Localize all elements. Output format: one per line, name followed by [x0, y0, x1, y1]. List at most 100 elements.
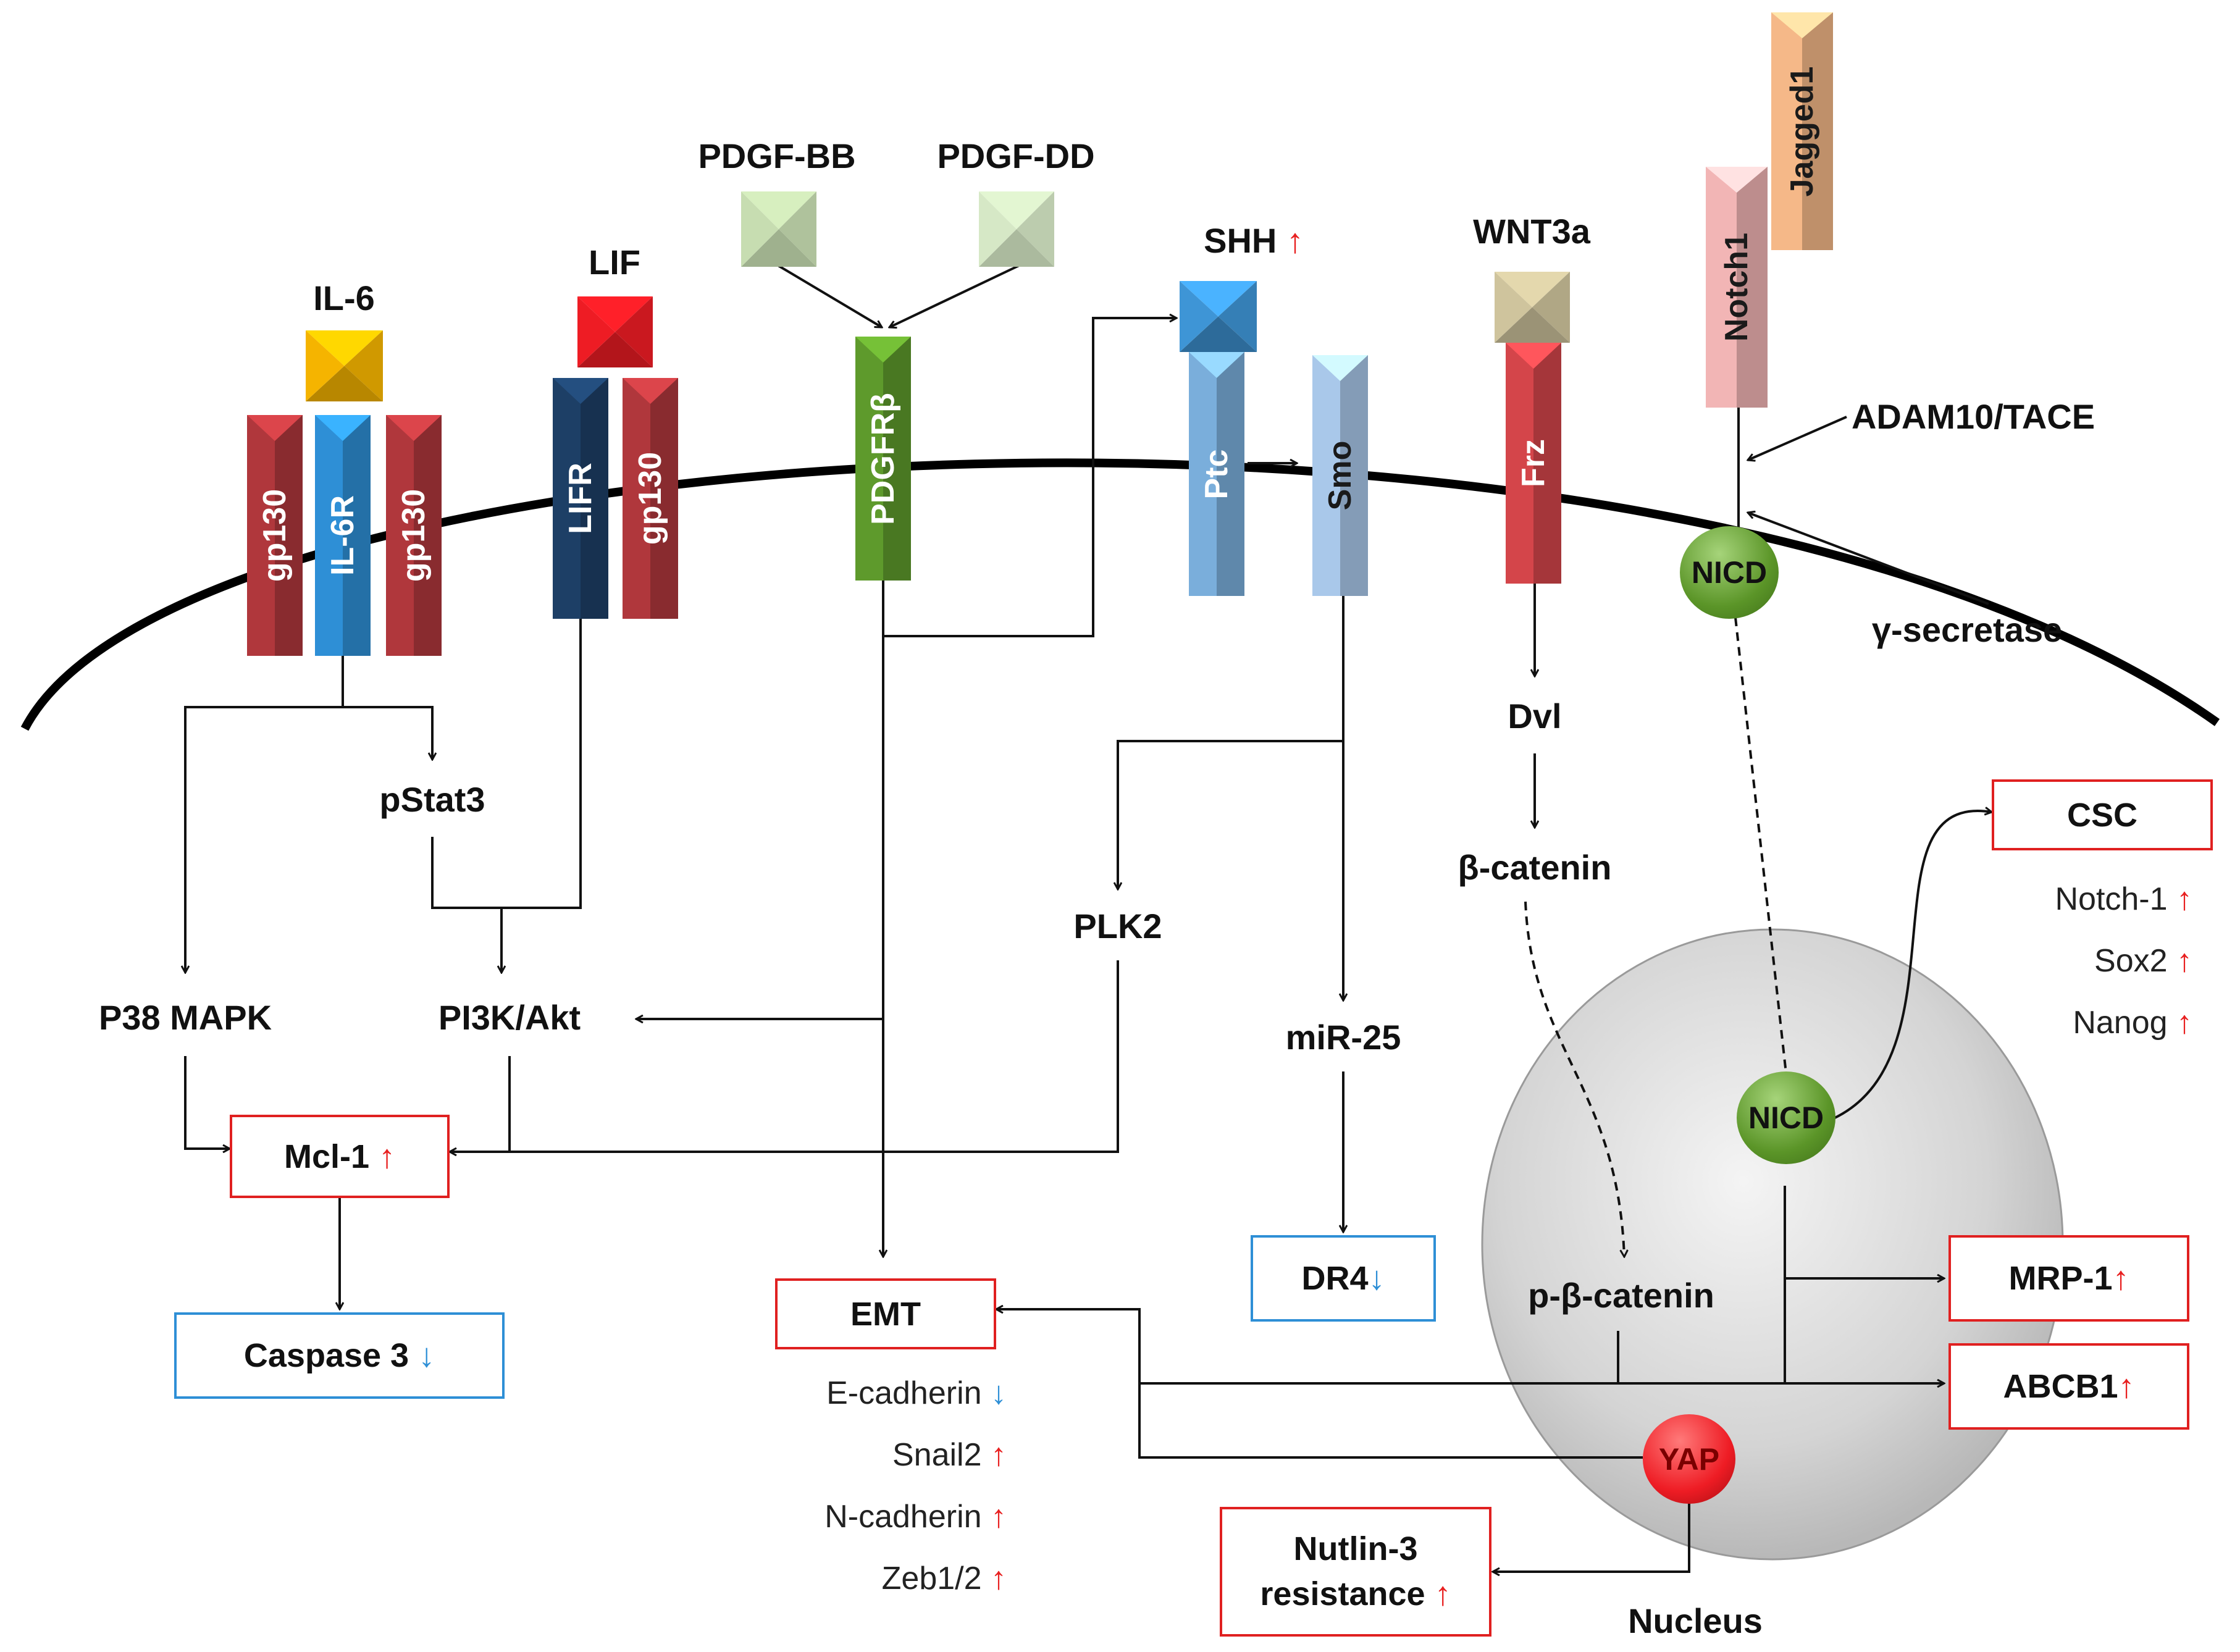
pstat3-label: pStat3 — [379, 780, 485, 819]
nutlin3-resistance-label: resistance — [1260, 1575, 1425, 1612]
shh-ligand — [1180, 281, 1257, 352]
il6r-branch-line — [185, 655, 344, 973]
pdgfbb-to-pdgfr-arrow — [777, 264, 882, 329]
notch1-label: Notch1 — [1719, 232, 1755, 342]
csc-marker-list: Notch-1 ↑ Sox2 ↑ Nanog ↑ — [1989, 883, 2192, 1068]
il6r-receptor: IL-6R — [315, 415, 371, 656]
mcl1-label: Mcl-1 — [283, 1138, 370, 1175]
csc-marker-arrow: ↑ — [2176, 1005, 2192, 1041]
lif-label: LIF — [589, 243, 640, 282]
ptc-receptor: Ptc — [1189, 352, 1244, 596]
gp130-receptor-middle: gp130 — [386, 415, 442, 656]
mrp1-box: MRP-1↑ — [1948, 1235, 2189, 1322]
caspase3-down-arrow: ↓ — [418, 1337, 435, 1374]
plk2-label: PLK2 — [1073, 907, 1162, 945]
adam10-arrow — [1748, 416, 1847, 460]
notch1-receptor: Notch1 — [1706, 167, 1768, 408]
nutlin3-up-arrow: ↑ — [1434, 1575, 1451, 1612]
p38-mapk-label: P38 MAPK — [98, 998, 272, 1037]
yap-ball: YAP — [1643, 1414, 1735, 1504]
lif-ligand — [577, 296, 653, 367]
nicd-membrane-ball: NICD — [1680, 526, 1779, 619]
nicd-to-nucleus-dashed — [1734, 617, 1788, 1090]
emt-marker-arrow: ↑ — [991, 1437, 1007, 1473]
pi3k-akt-label: PI3K/Akt — [438, 998, 581, 1037]
plk2-to-mcl1-line — [450, 960, 1119, 1152]
csc-box: CSC — [1992, 779, 2213, 850]
gp130-right-label: gp130 — [632, 451, 668, 545]
emt-marker-name: E-cadherin — [826, 1375, 982, 1411]
dvl-label: Dvl — [1508, 697, 1562, 736]
dr4-box: DR4↓ — [1251, 1235, 1436, 1322]
jagged1-label: Jagged1 — [1784, 66, 1820, 196]
cell-membrane — [20, 458, 2220, 731]
emt-marker-arrow: ↓ — [991, 1375, 1007, 1411]
caspase3-box: Caspase 3 ↓ — [174, 1312, 505, 1399]
beta-catenin-label: β-catenin — [1458, 848, 1612, 887]
yap-to-emt-line — [996, 1309, 1643, 1459]
mir25-label: miR-25 — [1285, 1018, 1401, 1057]
csc-label: CSC — [2066, 796, 2137, 834]
emt-marker-n-cadherin: N-cadherin ↑ — [729, 1501, 1007, 1562]
gamma-secretase-label: γ-secretase — [1871, 610, 2063, 649]
csc-marker-notch1: Notch-1 ↑ — [1989, 883, 2192, 945]
emt-marker-snail2: Snail2 ↑ — [729, 1439, 1007, 1501]
pdgfdd-to-pdgfr-arrow — [889, 264, 1020, 327]
il6r-to-pstat3-arrow — [343, 706, 432, 760]
dr4-down-arrow: ↓ — [1368, 1260, 1385, 1297]
shh-label: SHH ↑ — [1204, 224, 1304, 258]
dr4-label: DR4 — [1301, 1260, 1369, 1297]
csc-marker-arrow: ↑ — [2176, 943, 2192, 979]
jagged1-ligand: Jagged1 — [1771, 12, 1833, 250]
emt-marker-arrow: ↑ — [991, 1561, 1007, 1596]
il6-label: IL-6 — [313, 279, 375, 317]
mrp1-label: MRP-1 — [2008, 1260, 2113, 1297]
nutlin3-line1: Nutlin-3 — [1293, 1530, 1418, 1568]
emt-marker-name: Zeb1/2 — [881, 1561, 982, 1596]
smo-to-plk2-line — [1118, 740, 1343, 889]
csc-marker-name: Nanog — [2073, 1005, 2168, 1041]
p-beta-catenin-label: p-β-catenin — [1528, 1276, 1714, 1315]
shh-up-arrow: ↑ — [1286, 221, 1304, 260]
nucleus-label: Nucleus — [1628, 1601, 1763, 1640]
smo-receptor: Smo — [1312, 355, 1368, 596]
csc-marker-name: Sox2 — [2094, 943, 2168, 979]
mcl1-box: Mcl-1 ↑ — [230, 1115, 450, 1198]
gamma-secretase-arrow — [1748, 513, 1989, 605]
emt-marker-arrow: ↑ — [991, 1499, 1007, 1535]
caspase3-label: Caspase 3 — [243, 1337, 409, 1374]
mrp1-up-arrow: ↑ — [2112, 1260, 2129, 1297]
emt-label: EMT — [850, 1295, 921, 1333]
abcb1-up-arrow: ↑ — [2118, 1368, 2135, 1405]
adam10-tace-label: ADAM10/TACE — [1851, 397, 2095, 436]
nutlin3-line2: resistance ↑ — [1260, 1572, 1451, 1617]
pdgfr-to-shh-line — [882, 318, 1177, 637]
shh-label-text: SHH — [1204, 221, 1277, 260]
gp130-receptor-left: gp130 — [247, 415, 303, 656]
csc-marker-sox2: Sox2 ↑ — [1989, 945, 2192, 1007]
csc-marker-name: Notch-1 — [2055, 881, 2168, 917]
csc-marker-nanog: Nanog ↑ — [1989, 1007, 2192, 1068]
frz-receptor: Frz — [1506, 343, 1561, 584]
pdgf-dd-label: PDGF-DD — [937, 136, 1095, 175]
lifr-to-pi3k-line — [501, 618, 582, 973]
frz-label: Frz — [1516, 439, 1551, 487]
pdgf-bb-ligand — [741, 191, 816, 267]
pdgfr-receptor: PDGFRβ — [855, 337, 911, 581]
ptc-label: Ptc — [1199, 449, 1235, 499]
smo-label: Smo — [1322, 440, 1358, 511]
wnt3a-label: WNT3a — [1473, 212, 1590, 251]
wnt3a-ligand — [1495, 272, 1570, 343]
gp130-receptor-right: gp130 — [623, 378, 678, 619]
nicd-nucleus-ball: NICD — [1737, 1071, 1835, 1164]
p38-to-mcl1-line — [184, 1056, 230, 1149]
abcb1-box: ABCB1↑ — [1948, 1343, 2189, 1430]
gp130-left-label: gp130 — [257, 488, 293, 582]
nicd-nucleus-label: NICD — [1748, 1101, 1824, 1135]
catenin-to-pcatenin-dashed — [1524, 901, 1624, 1257]
yap-to-nutlin-line — [1493, 1495, 1690, 1572]
nicd-to-csc-arrow — [1827, 811, 1992, 1122]
emt-marker-list: E-cadherin ↓ Snail2 ↑ N-cadherin ↑ Zeb1/… — [729, 1377, 1007, 1624]
